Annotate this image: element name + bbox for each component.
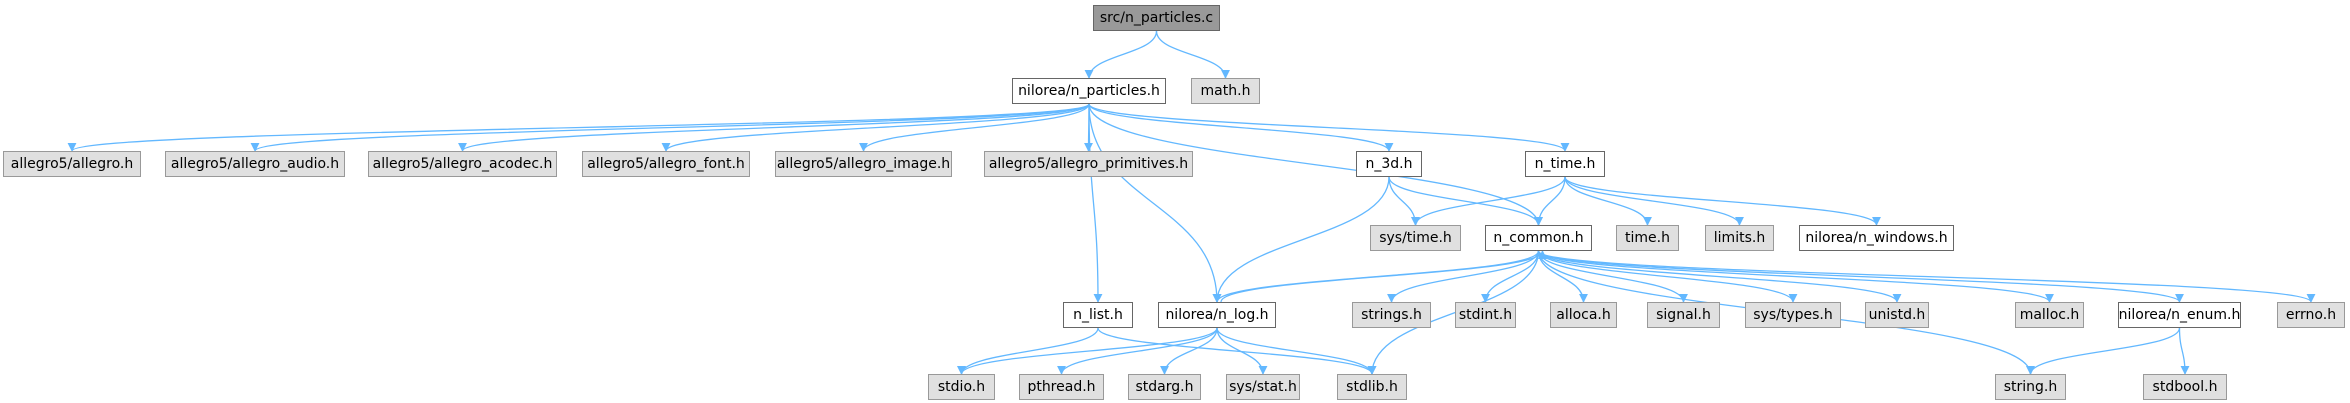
- node-malloc-h: malloc.h: [2015, 302, 2084, 328]
- node-src-n-particles-c[interactable]: src/n_particles.c: [1093, 5, 1220, 31]
- node-n-3d-h[interactable]: n_3d.h: [1356, 151, 1422, 177]
- node-time-h: time.h: [1616, 225, 1679, 251]
- edge-n-log-h-to-sys-stat-h: [1216, 327, 1268, 375]
- node-nilorea-n-log-h[interactable]: nilorea/n_log.h: [1158, 302, 1276, 328]
- node-allegro-font-h: allegro5/allegro_font.h: [582, 151, 750, 177]
- edge-n-log-h-to-pthread-h: [1057, 327, 1218, 375]
- node-sys-time-h: sys/time.h: [1370, 225, 1461, 251]
- node-pthread-h: pthread.h: [1019, 374, 1104, 400]
- node-allegro-acodec-h: allegro5/allegro_acodec.h: [368, 151, 557, 177]
- node-n-common-h[interactable]: n_common.h: [1485, 225, 1592, 251]
- node-string-h: string.h: [1995, 374, 2066, 400]
- edge-n-log-h-to-stdlib-h: [1216, 327, 1377, 375]
- edge-n-common-h-to-n-enum-h: [1537, 250, 2184, 303]
- node-n-time-h[interactable]: n_time.h: [1525, 151, 1605, 177]
- edge-n-common-h-to-signal-h: [1537, 250, 1688, 303]
- edge-n-enum-h-to-string-h: [2026, 327, 2181, 375]
- edge-n-log-h-to-stdio-h: [957, 327, 1218, 375]
- node-nilorea-n-enum-h[interactable]: nilorea/n_enum.h: [2118, 302, 2241, 328]
- edge-n-particles-h-to-n-time-h: [1088, 103, 1570, 152]
- edge-n-list-h-to-stdio-h: [957, 327, 1099, 375]
- edge-n-common-h-to-strings-h: [1387, 250, 1540, 303]
- edge-n-3d-h-to-sys-time-h: [1388, 176, 1420, 226]
- edge-n-particles-h-to-allegro-font-h: [661, 103, 1090, 152]
- edge-n-3d-h-to-n-common-h: [1388, 176, 1543, 226]
- node-sys-types-h: sys/types.h: [1745, 302, 1841, 328]
- node-math-h: math.h: [1191, 78, 1260, 104]
- edge-n-particles-c-to-math-h: [1155, 30, 1230, 79]
- edge-n-time-h-to-limits-h: [1564, 176, 1744, 226]
- node-errno-h: errno.h: [2277, 302, 2345, 328]
- edge-n-particles-h-to-allegro-acodec-h: [458, 103, 1090, 152]
- edge-n-enum-h-to-stdbool-h: [2178, 327, 2190, 375]
- node-unistd-h: unistd.h: [1865, 302, 1929, 328]
- node-allegro-audio-h: allegro5/allegro_audio.h: [165, 151, 345, 177]
- edge-n-3d-h-to-n-log-h: [1212, 176, 1390, 303]
- edge-n-common-h-to-errno-h: [1537, 250, 2316, 303]
- node-alloca-h: alloca.h: [1550, 302, 1617, 328]
- node-stdbool-h: stdbool.h: [2143, 374, 2227, 400]
- edge-n-common-h-to-sys-types-h: [1537, 250, 1798, 303]
- node-stdint-h: stdint.h: [1455, 302, 1516, 328]
- node-limits-h: limits.h: [1705, 225, 1774, 251]
- edge-n-particles-h-to-allegro-audio-h: [250, 103, 1090, 152]
- node-n-list-h[interactable]: n_list.h: [1063, 302, 1133, 328]
- edge-n-time-h-to-n-common-h: [1534, 176, 1566, 226]
- node-allegro-primitives-h: allegro5/allegro_primitives.h: [984, 151, 1193, 177]
- node-sys-stat-h: sys/stat.h: [1226, 374, 1300, 400]
- edge-n-common-h-to-alloca-h: [1537, 250, 1588, 303]
- edge-n-particles-h-to-allegro-h: [67, 103, 1090, 152]
- edge-n-common-h-to-unistd-h: [1537, 250, 1902, 303]
- node-allegro-image-h: allegro5/allegro_image.h: [775, 151, 952, 177]
- node-signal-h: signal.h: [1647, 302, 1720, 328]
- edge-n-time-h-to-sys-time-h: [1411, 176, 1566, 226]
- node-stdlib-h: stdlib.h: [1337, 374, 1407, 400]
- edge-n-particles-h-to-n-common-h: [1088, 103, 1543, 226]
- edge-n-particles-h-to-n-log-h: [1088, 103, 1222, 303]
- node-allegro-h: allegro5/allegro.h: [3, 151, 141, 177]
- edge-n-log-h-to-n-common-h: [1220, 250, 1547, 303]
- edge-n-time-h-to-time-h: [1564, 176, 1652, 226]
- edge-n-common-h-to-stdint-h: [1481, 250, 1540, 303]
- edge-n-common-h-to-malloc-h: [1537, 250, 2054, 303]
- edge-layer: [67, 30, 2316, 375]
- node-stdarg-h: stdarg.h: [1128, 374, 1201, 400]
- edge-n-log-h-to-stdarg-h: [1160, 327, 1218, 375]
- edge-n-list-h-to-stdlib-h: [1097, 327, 1377, 375]
- node-nilorea-n-windows-h[interactable]: nilorea/n_windows.h: [1799, 225, 1954, 251]
- edge-n-particles-c-to-n-particles-h: [1084, 30, 1158, 79]
- edge-n-time-h-to-n-windows-h: [1564, 176, 1881, 226]
- edge-n-particles-h-to-n-list-h: [1088, 103, 1103, 303]
- edge-n-particles-h-to-n-3d-h: [1088, 103, 1394, 152]
- node-nilorea-n-particles-h[interactable]: nilorea/n_particles.h: [1012, 78, 1166, 104]
- edge-n-particles-h-to-allegro-image-h: [859, 103, 1090, 152]
- node-strings-h: strings.h: [1352, 302, 1431, 328]
- node-stdio-h: stdio.h: [928, 374, 995, 400]
